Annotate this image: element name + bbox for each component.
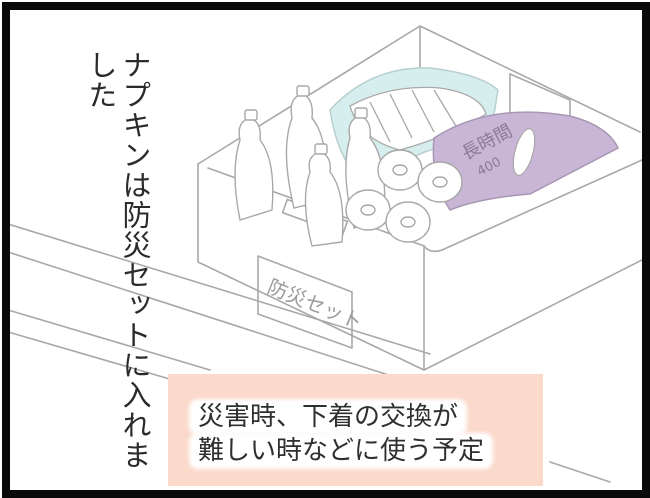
shelf-line <box>10 223 431 355</box>
pad-icon <box>512 128 536 176</box>
caption-box: 災害時、下着の交換が 難しい時などに使う予定 <box>168 374 543 486</box>
shelf-line <box>10 309 211 371</box>
caption-line-1: 災害時、下着の交換が <box>192 402 465 432</box>
shelf-line <box>549 461 611 483</box>
shelf-line <box>10 331 181 383</box>
disaster-kit-illustration: 防災セット 長時間 400 <box>10 25 642 483</box>
narration-vertical-text: ナプキンは防災セットに入れました <box>84 50 152 470</box>
shelf-line <box>10 251 411 383</box>
box-label: 防災セット <box>264 274 366 334</box>
caption-line-2: 難しい時などに使う予定 <box>192 436 491 466</box>
toilet-paper-rolls <box>345 149 463 243</box>
